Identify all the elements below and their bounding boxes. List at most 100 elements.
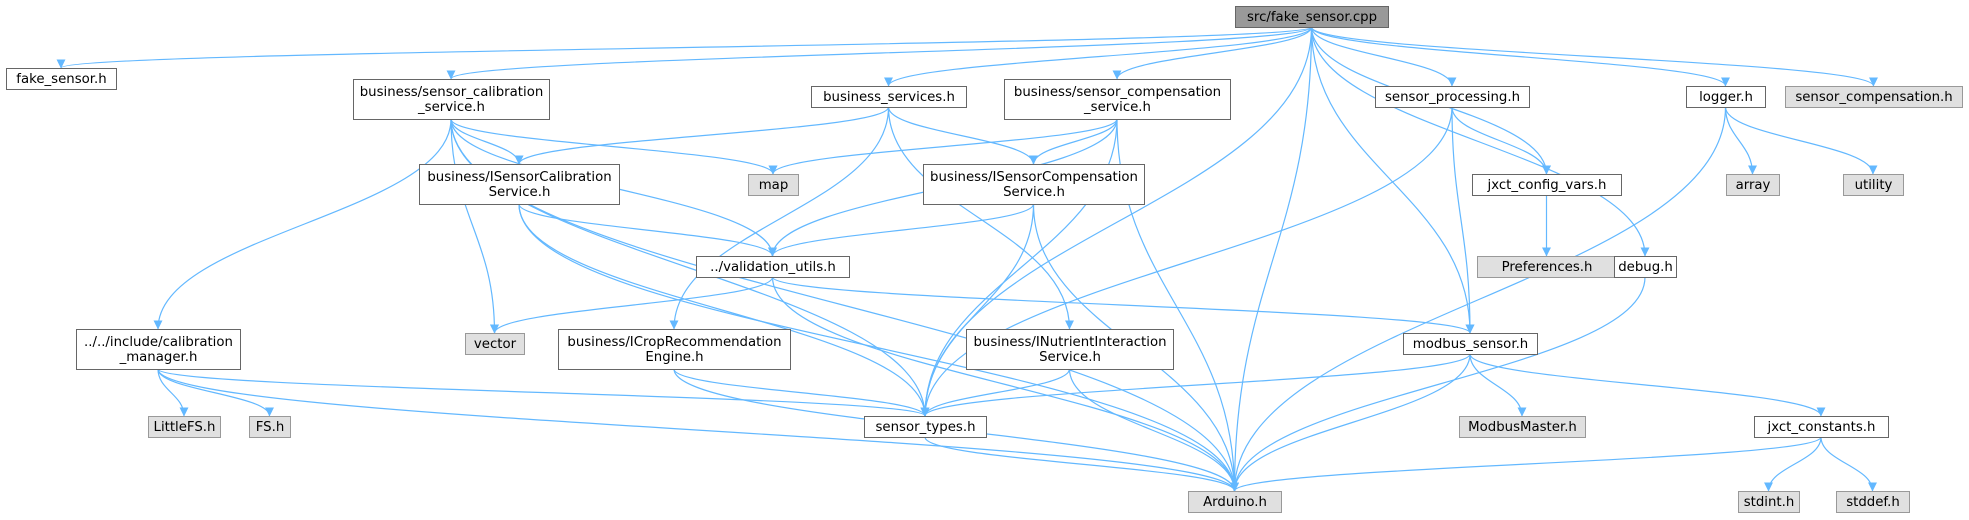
node-label: Service.h xyxy=(489,185,551,200)
edge-isensor_calibration-to-validation_utils xyxy=(518,203,777,257)
edge-root-to-logger xyxy=(1310,26,1730,87)
edge-debug-to-arduino xyxy=(1230,276,1646,492)
edge-isensor_calibration-to-sensor_types xyxy=(518,203,930,417)
edge-modbus_sensor-to-sensor_types xyxy=(920,353,1471,417)
nodes-layer: src/fake_sensor.cpp fake_sensor.h business… xyxy=(6,6,1963,513)
node-jxct-config-vars[interactable]: jxct_config_vars.h xyxy=(1472,174,1622,196)
node-sensor-compensation-service[interactable]: business/sensor_compensation_service.h xyxy=(1004,79,1231,120)
node-sensor-processing[interactable]: sensor_processing.h xyxy=(1375,86,1530,108)
node-label: array xyxy=(1736,178,1771,193)
node-label: modbus_sensor.h xyxy=(1413,337,1528,352)
node-logger[interactable]: logger.h xyxy=(1686,86,1766,108)
node-calibration-manager[interactable]: ../../include/calibration_manager.h xyxy=(76,329,241,370)
node-stddef: stddef.h xyxy=(1836,491,1910,513)
node-box xyxy=(966,329,1174,370)
edge-sensor_types-to-arduino xyxy=(924,436,1239,492)
node-label: sensor_types.h xyxy=(876,420,976,435)
node-box xyxy=(1403,333,1538,355)
node-label: Service.h xyxy=(1039,350,1101,365)
edge-jxct_constants-to-arduino xyxy=(1230,436,1822,492)
edge-root-to-modbus_sensor xyxy=(1310,26,1475,334)
node-label: business/ISensorCalibration xyxy=(427,170,611,185)
node-label: FS.h xyxy=(256,420,285,435)
node-preferences: Preferences.h xyxy=(1477,256,1617,278)
node-fake-sensor-h[interactable]: fake_sensor.h xyxy=(6,68,117,90)
edge-business_services-to-isensor_compensation xyxy=(887,106,1038,165)
node-label: business/sensor_compensation xyxy=(1014,85,1221,100)
node-jxct-constants[interactable]: jxct_constants.h xyxy=(1754,416,1889,438)
edge-business_services-to-inutrient xyxy=(887,106,1074,330)
node-box xyxy=(76,329,241,370)
node-label: Preferences.h xyxy=(1502,260,1593,275)
edge-root-to-sensor_compensation_service xyxy=(1112,26,1313,80)
edge-root-to-sensor_calibration_service xyxy=(446,26,1313,80)
node-sensor-types[interactable]: sensor_types.h xyxy=(864,416,987,438)
edge-root-to-sensor_compensation_h xyxy=(1310,26,1878,87)
node-box xyxy=(6,68,117,90)
node-label: utility xyxy=(1855,178,1893,193)
node-label: Arduino.h xyxy=(1203,495,1267,510)
node-box xyxy=(923,164,1145,205)
node-label: LittleFS.h xyxy=(154,420,216,435)
node-label: business/ICropRecommendation xyxy=(567,335,781,350)
node-label: stddef.h xyxy=(1846,495,1900,510)
node-label: jxct_constants.h xyxy=(1767,420,1876,435)
node-box xyxy=(1738,491,1800,513)
edge-icrop_engine-to-sensor_types xyxy=(673,368,930,417)
node-box xyxy=(1686,86,1766,108)
edge-modbus_sensor-to-jxct_constants xyxy=(1469,353,1826,417)
node-business-services[interactable]: business_services.h xyxy=(811,86,967,108)
edge-validation_utils-to-modbus_sensor xyxy=(771,276,1475,334)
node-label: stdint.h xyxy=(1744,495,1795,510)
node-label: sensor_compensation.h xyxy=(1795,90,1952,105)
edge-inutrient-to-sensor_types xyxy=(920,368,1071,417)
edge-validation_utils-to-vector xyxy=(490,276,774,334)
edge-business_services-to-isensor_calibration xyxy=(514,106,890,165)
node-validation-utils[interactable]: ../validation_utils.h xyxy=(696,256,850,278)
node-root[interactable]: src/fake_sensor.cpp xyxy=(1235,6,1389,28)
node-label: _manager.h xyxy=(119,350,198,365)
node-modbus-sensor[interactable]: modbus_sensor.h xyxy=(1403,333,1538,355)
node-box xyxy=(1472,174,1622,196)
node-label: ../validation_utils.h xyxy=(710,260,836,275)
edge-logger-to-arduino xyxy=(1230,106,1727,492)
edge-root-to-fake_sensor_h xyxy=(57,26,1313,69)
node-box xyxy=(1836,491,1910,513)
node-box xyxy=(1785,86,1963,108)
edge-isensor_compensation-to-sensor_types xyxy=(920,203,1035,417)
node-label: vector xyxy=(474,337,517,352)
edge-logger-to-array xyxy=(1724,106,1757,175)
node-label: business/sensor_calibration xyxy=(360,85,544,100)
edge-calibration_manager-to-littlefs xyxy=(157,368,189,417)
node-box xyxy=(1843,174,1904,196)
node-box xyxy=(811,86,967,108)
node-label: sensor_processing.h xyxy=(1385,90,1520,105)
edge-calibration_manager-to-arduino xyxy=(157,368,1239,492)
edge-jxct_constants-to-stddef xyxy=(1820,436,1877,492)
edge-modbus_sensor-to-modbusmaster xyxy=(1469,353,1527,417)
node-littlefs: LittleFS.h xyxy=(148,416,221,438)
node-label: fake_sensor.h xyxy=(16,72,106,87)
node-box xyxy=(1004,79,1231,120)
node-label: business/ISensorCompensation xyxy=(930,170,1138,185)
node-label: map xyxy=(759,178,789,193)
node-label: _service.h xyxy=(1083,100,1151,115)
node-sensor-calibration-service[interactable]: business/sensor_calibration_service.h xyxy=(353,79,550,120)
node-box xyxy=(1459,416,1586,438)
edge-modbus_sensor-to-arduino xyxy=(1230,353,1471,492)
node-label: _service.h xyxy=(417,100,485,115)
edge-sensor_compensation_service-to-isensor_compensation xyxy=(1029,118,1118,165)
node-stdint: stdint.h xyxy=(1738,491,1800,513)
node-array: array xyxy=(1726,174,1780,196)
edge-isensor_compensation-to-validation_utils xyxy=(768,203,1035,257)
node-debug[interactable]: debug.h xyxy=(1614,256,1677,278)
node-box xyxy=(1726,174,1780,196)
node-modbusmaster: ModbusMaster.h xyxy=(1459,416,1586,438)
edge-root-to-debug xyxy=(1310,26,1650,257)
node-label: Service.h xyxy=(1003,185,1065,200)
